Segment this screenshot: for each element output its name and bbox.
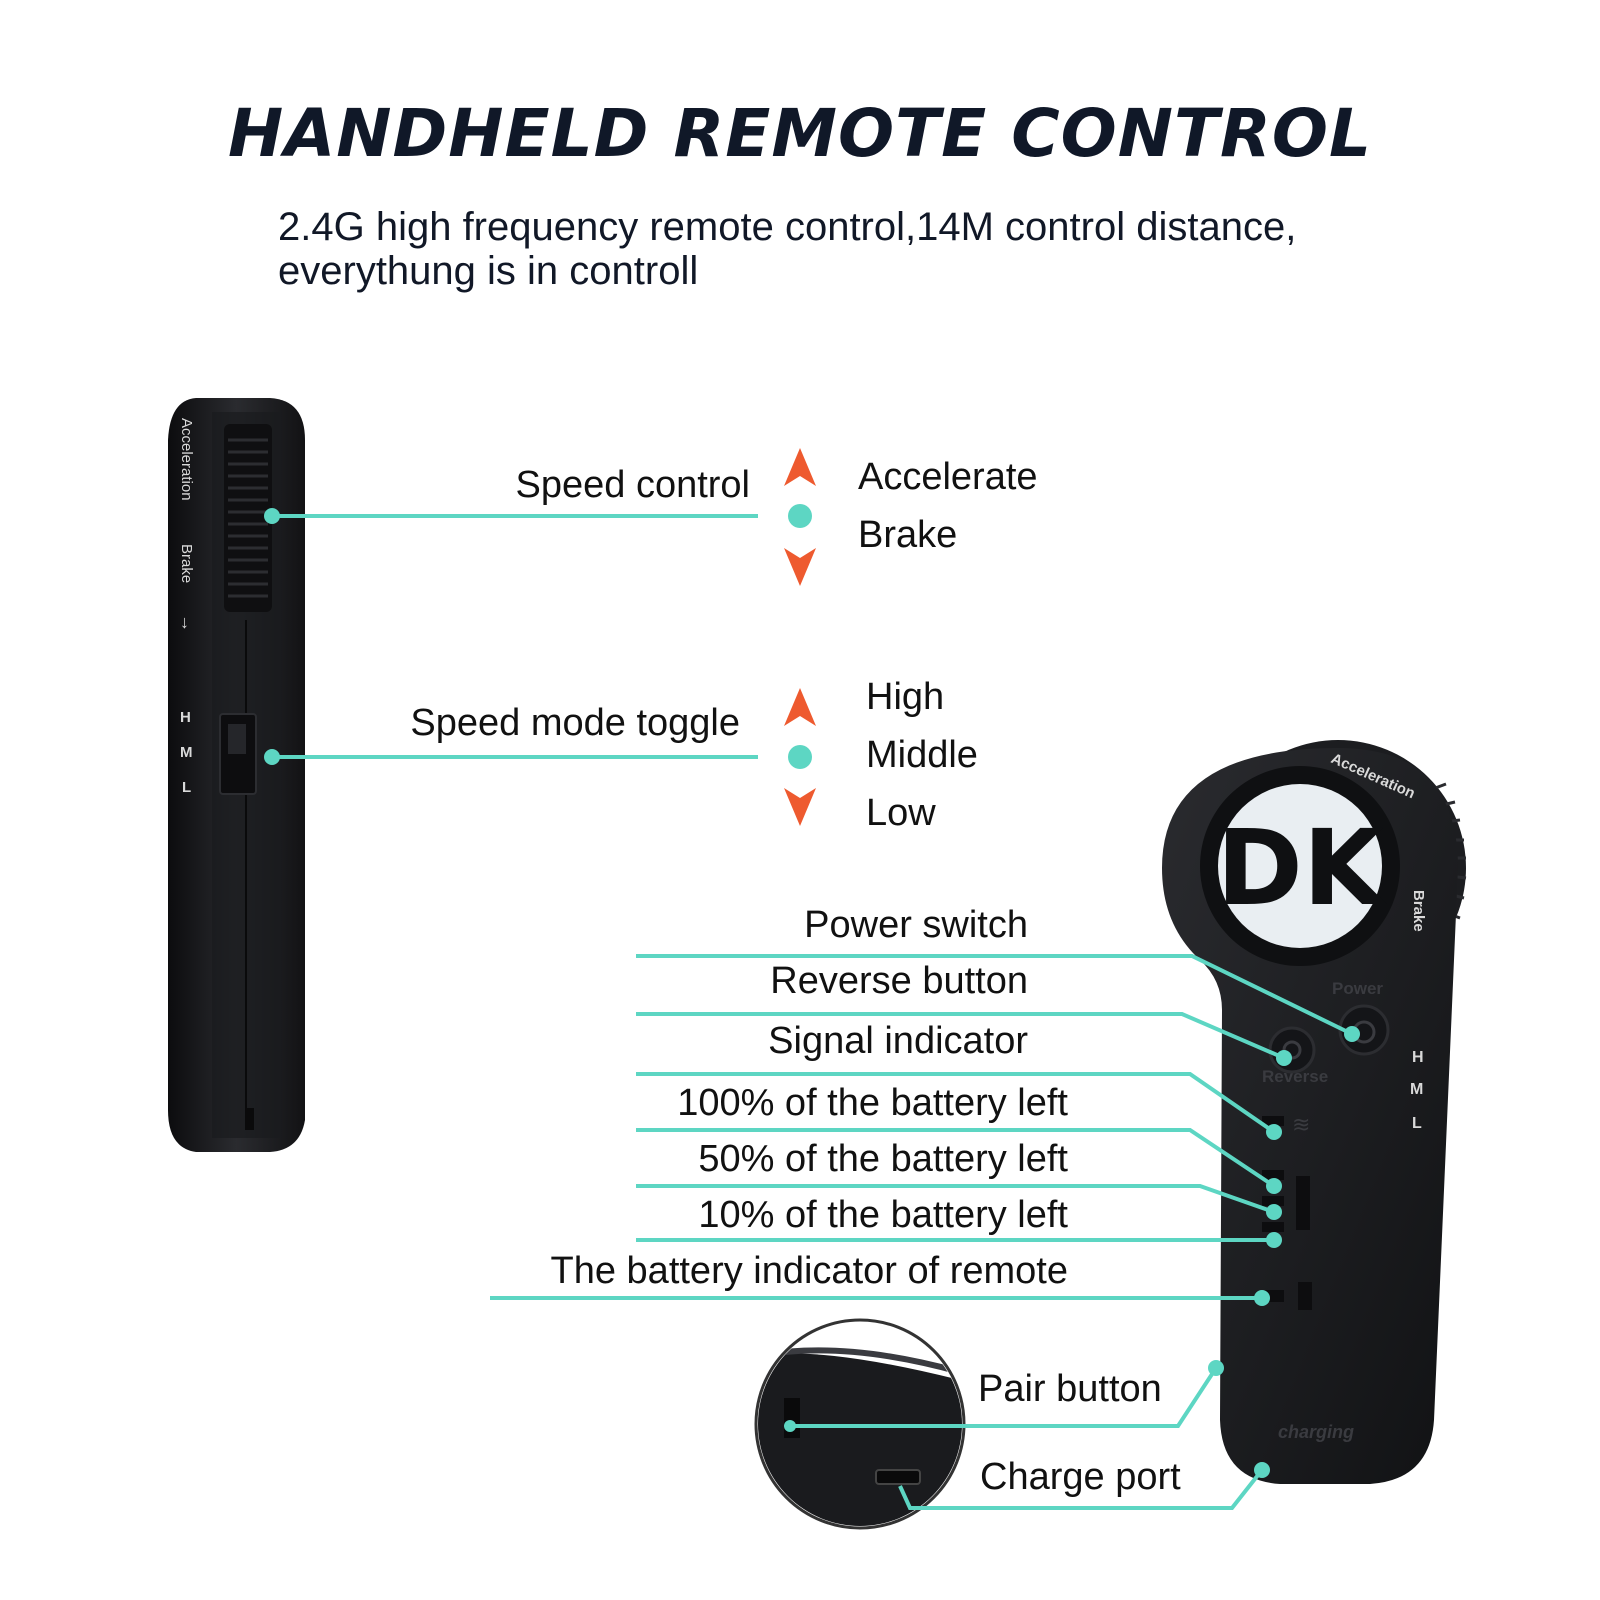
remote-battery-label: The battery indicator of remote (550, 1250, 1068, 1292)
neutral-dot-icon (788, 745, 812, 769)
side-printed-l: L (182, 779, 191, 796)
front-printed-charging: charging (1278, 1422, 1354, 1442)
signal-led (1262, 1116, 1284, 1126)
speed-mode-label: Speed mode toggle (410, 702, 740, 744)
signal-indicator-label: Signal indicator (768, 1020, 1028, 1062)
charge-port-label: Charge port (980, 1456, 1181, 1498)
callout-lines (490, 954, 1353, 1510)
front-printed-h: H (1412, 1049, 1424, 1066)
side-brake-arrow-icon: ↓ (180, 612, 189, 632)
usb-port (875, 1469, 921, 1485)
port-closeup (754, 1318, 966, 1530)
arrow-down-icon (784, 548, 816, 586)
battery-100-led (1262, 1170, 1284, 1180)
page-subtitle: 2.4G high frequency remote control,14M c… (278, 205, 1297, 293)
battery-icon (1298, 1282, 1312, 1310)
side-printed-h: H (180, 709, 191, 726)
neutral-dot-icon (788, 504, 812, 528)
battery-50-label: 50% of the battery left (698, 1138, 1068, 1180)
speed-control-callout (264, 448, 816, 586)
front-printed-reverse: Reverse (1262, 1067, 1328, 1086)
reverse-button[interactable] (1268, 1026, 1316, 1074)
mode-high-label: High (866, 676, 945, 718)
reverse-button-label: Reverse button (770, 960, 1028, 1002)
front-printed-power: Power (1332, 979, 1383, 998)
front-printed-l: L (1412, 1115, 1422, 1132)
speed-wheel[interactable] (224, 424, 272, 612)
mode-low-label: Low (866, 792, 936, 834)
power-switch-label: Power switch (804, 904, 1028, 946)
pair-button-label: Pair button (978, 1368, 1162, 1410)
brake-label: Brake (858, 514, 958, 556)
speed-control-label: Speed control (515, 464, 751, 506)
mode-slider[interactable] (219, 713, 257, 795)
brand-logo: DK (1217, 807, 1387, 929)
arrow-up-icon (784, 448, 816, 486)
remote-side-view: Acceleration Brake ↓ H M L (168, 398, 305, 1152)
wifi-icon: ≋ (1292, 1112, 1310, 1137)
battery-50-led (1262, 1196, 1284, 1206)
remote-front-view: DK Acceleration Brake Power Reverse char… (1162, 740, 1467, 1484)
battery-10-led (1262, 1222, 1284, 1232)
battery-100-label: 100% of the battery left (677, 1082, 1068, 1124)
side-printed-m: M (180, 744, 193, 761)
front-printed-m: M (1410, 1081, 1423, 1098)
callout-dots (784, 1026, 1360, 1478)
battery-10-label: 10% of the battery left (698, 1194, 1068, 1236)
pair-button-slot (784, 1398, 800, 1438)
side-printed-acceleration: Acceleration (178, 418, 195, 501)
page-title: HANDHELD REMOTE CONTROL (227, 95, 1373, 172)
accelerate-label: Accelerate (858, 456, 1038, 498)
arrow-up-icon (784, 688, 816, 726)
front-printed-brake: Brake (1410, 890, 1427, 932)
mode-middle-label: Middle (866, 734, 978, 776)
side-printed-brake: Brake (178, 544, 195, 583)
speed-mode-callout (264, 688, 816, 826)
arrow-down-icon (784, 788, 816, 826)
